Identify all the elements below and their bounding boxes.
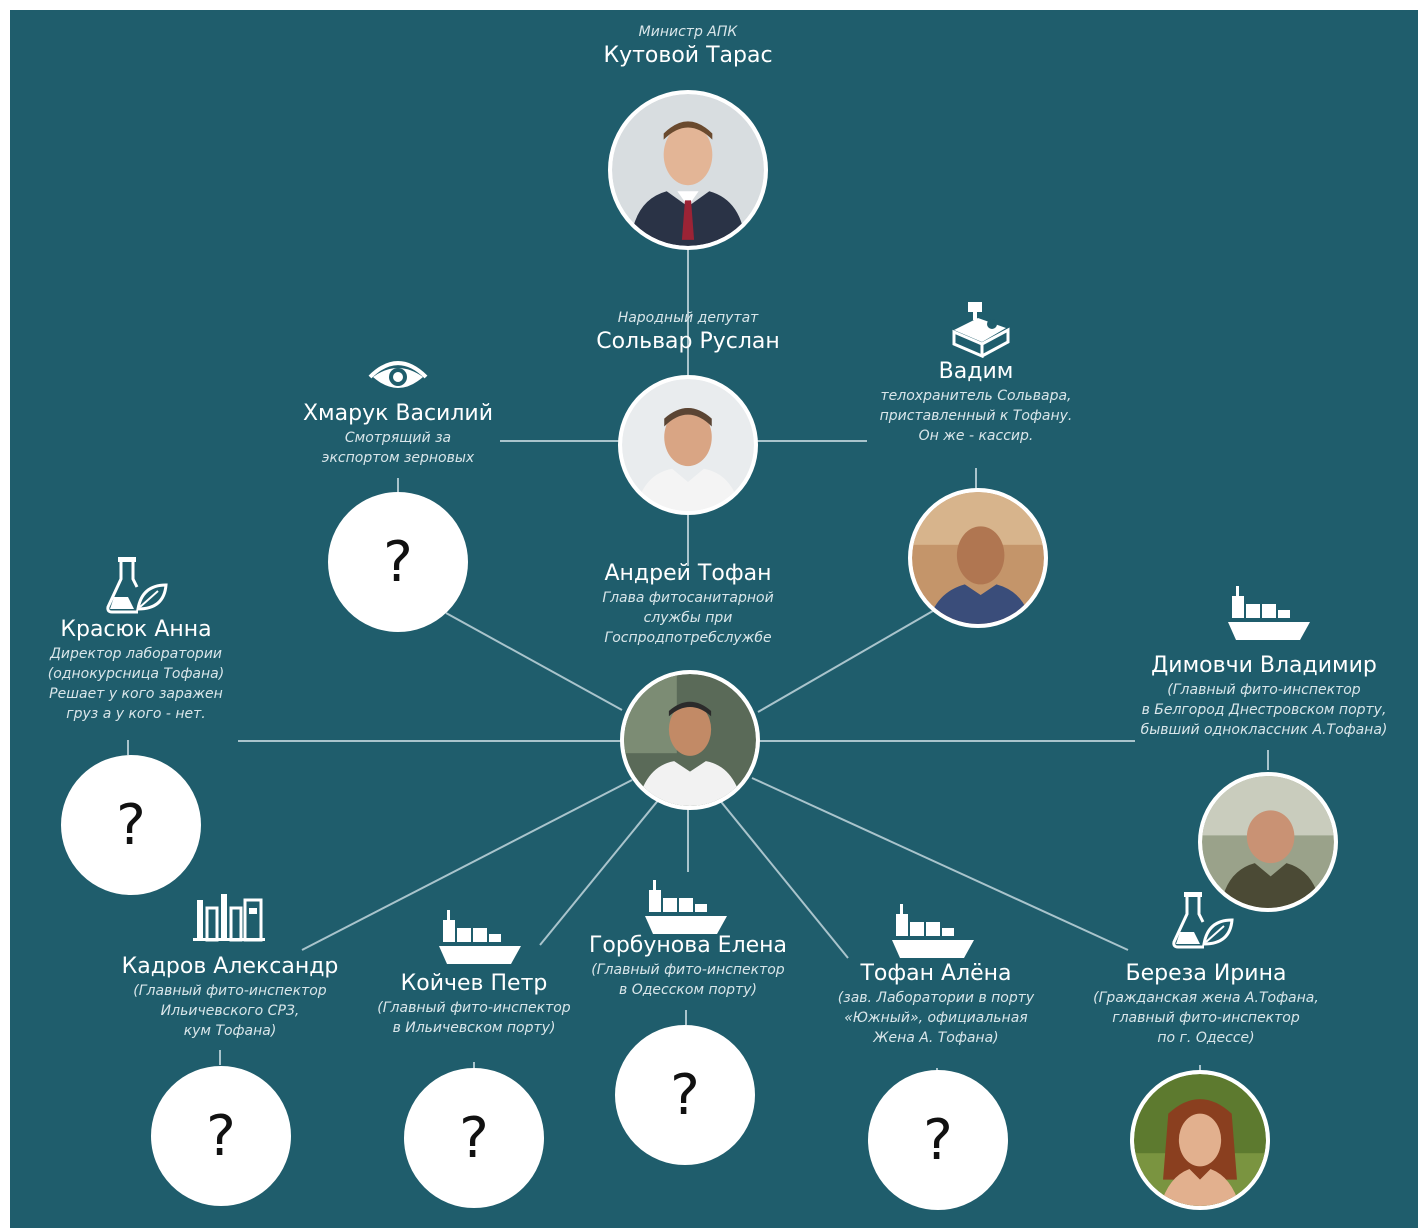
ship-icon	[645, 880, 727, 934]
ship-icon	[1228, 586, 1310, 640]
kadrov-role: (Главный фито-инспектор Ильичевского СРЗ…	[133, 983, 327, 1039]
line-tofan-koychev	[539, 797, 661, 946]
tofan-photo	[620, 670, 760, 810]
ship-icon	[892, 904, 974, 958]
tofan-alena-name: Тофан Алёна	[860, 961, 1012, 986]
vadim-photo	[908, 488, 1048, 628]
ship-icon	[439, 910, 521, 964]
diagram-canvas: Министр АПК Кутовой Тарас Народный депут…	[10, 10, 1418, 1228]
node-khmaruk-label: Хмарук Василий Смотрящий за экспортом зе…	[288, 400, 508, 468]
node-gorbunova-label: Горбунова Елена (Главный фито-инспектор …	[558, 932, 818, 1000]
dimovchi-name: Димовчи Владимир	[1151, 653, 1377, 678]
vadim-name: Вадим	[938, 359, 1014, 384]
tofan-alena-placeholder: ?	[923, 1107, 953, 1173]
kadrov-name: Кадров Александр	[121, 954, 339, 979]
factory-icon	[193, 894, 265, 942]
gorbunova-placeholder-circle: ?	[615, 1025, 755, 1165]
bereza-name: Береза Ирина	[1125, 961, 1287, 986]
kutovoy-role: Министр АПК	[638, 24, 738, 40]
connector-lines	[127, 240, 1269, 1080]
solvar-role: Народный депутат	[617, 310, 759, 326]
tofan-alena-role: (зав. Лаборатории в порту «Южный», офици…	[837, 990, 1035, 1046]
line-tofan-kadrov	[301, 779, 633, 951]
flask-leaf-icon	[106, 557, 168, 614]
gorbunova-role: (Главный фито-инспектор в Одесском порту…	[591, 962, 785, 998]
node-kutovoy-label: Министр АПК Кутовой Тарас	[538, 22, 838, 70]
krasyuk-role: Директор лаборатории (однокурсница Тофан…	[47, 646, 225, 722]
cash-register-icon	[952, 302, 1010, 358]
kadrov-placeholder-circle: ?	[151, 1066, 291, 1206]
flask-leaf-icon	[1172, 892, 1234, 949]
line-tofan-bereza	[751, 777, 1129, 951]
koychev-placeholder-circle: ?	[404, 1068, 544, 1208]
vadim-role: телохранитель Сольвара, приставленный к …	[879, 388, 1073, 444]
solvar-photo	[618, 375, 758, 515]
node-kadrov-label: Кадров Александр (Главный фито-инспектор…	[98, 953, 362, 1041]
node-dimovchi-label: Димовчи Владимир (Главный фито-инспектор…	[1108, 652, 1418, 740]
khmaruk-role: Смотрящий за экспортом зерновых	[321, 430, 475, 466]
dimovchi-role: (Главный фито-инспектор в Белгород Днест…	[1140, 682, 1388, 738]
koychev-role: (Главный фито-инспектор в Ильичевском по…	[377, 1000, 571, 1036]
koychev-placeholder: ?	[459, 1105, 489, 1171]
eye-icon	[368, 361, 428, 388]
kadrov-placeholder: ?	[206, 1103, 236, 1169]
line-tofan-khmaruk	[445, 612, 623, 711]
gorbunova-placeholder: ?	[670, 1062, 700, 1128]
node-krasyuk-label: Красюк Анна Директор лаборатории (одноку…	[16, 616, 256, 724]
gorbunova-name: Горбунова Елена	[588, 933, 788, 958]
krasyuk-placeholder-circle: ?	[61, 755, 201, 895]
line-tofan-vadim	[757, 607, 939, 713]
tofan-name: Андрей Тофан	[604, 561, 772, 586]
krasyuk-placeholder: ?	[116, 792, 146, 858]
node-koychev-label: Койчев Петр (Главный фито-инспектор в Ил…	[348, 970, 600, 1038]
kutovoy-name: Кутовой Тарас	[603, 43, 773, 68]
solvar-name: Сольвар Руслан	[596, 329, 780, 354]
node-tofan-alena-label: Тофан Алёна (зав. Лаборатории в порту «Ю…	[806, 960, 1066, 1048]
node-bereza-label: Береза Ирина (Гражданская жена А.Тофана,…	[1068, 960, 1344, 1048]
tofan-role: Глава фитосанитарной службы при Госпродп…	[602, 590, 774, 646]
krasyuk-name: Красюк Анна	[60, 617, 212, 642]
tofan-alena-placeholder-circle: ?	[868, 1070, 1008, 1210]
node-solvar-label: Народный депутат Сольвар Руслан	[538, 308, 838, 356]
bereza-photo	[1130, 1070, 1270, 1210]
node-tofan-label: Андрей Тофан Глава фитосанитарной службы…	[558, 560, 818, 648]
khmaruk-name: Хмарук Василий	[302, 401, 494, 426]
dimovchi-photo	[1198, 772, 1338, 912]
khmaruk-placeholder: ?	[383, 529, 413, 595]
kutovoy-photo	[608, 90, 768, 250]
bereza-role: (Гражданская жена А.Тофана, главный фито…	[1093, 990, 1319, 1046]
khmaruk-placeholder-circle: ?	[328, 492, 468, 632]
koychev-name: Койчев Петр	[400, 971, 548, 996]
line-tofan-tofan-alena	[717, 797, 849, 959]
node-vadim-label: Вадим телохранитель Сольвара, приставлен…	[846, 358, 1106, 446]
